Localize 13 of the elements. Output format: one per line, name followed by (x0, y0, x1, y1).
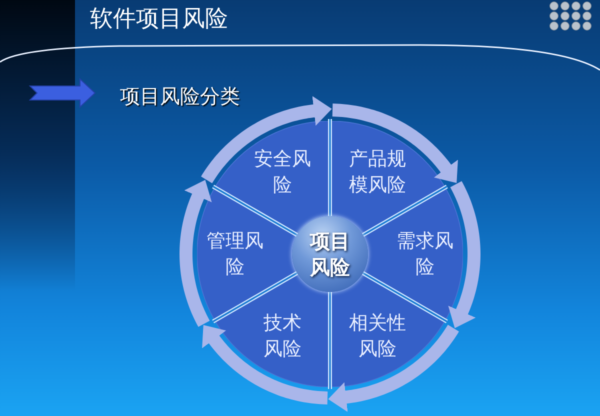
slide-title: 软件项目风险 (90, 5, 228, 34)
cycle-arrow (328, 324, 459, 412)
cycle-arrow (180, 180, 212, 328)
section-heading: 项目风险分类 (120, 83, 240, 110)
wedge-label: 产品规模风险 (348, 146, 407, 198)
wedge-label: 技术风险 (262, 311, 302, 362)
center-label: 项目风险 (308, 228, 351, 280)
cycle-arrow (448, 180, 480, 328)
wedge-label: 需求风险 (396, 229, 454, 280)
cycle-arrow (201, 96, 332, 184)
wedge-label: 管理风险 (206, 229, 264, 280)
wedge-label: 相关性风险 (348, 311, 407, 362)
wedge-label: 安全风险 (253, 146, 312, 198)
